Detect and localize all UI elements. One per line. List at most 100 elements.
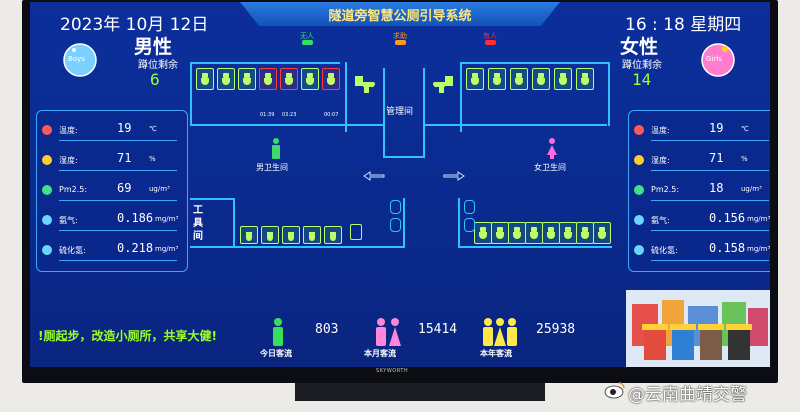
- env-unit: ug/m³: [741, 185, 762, 193]
- tv-brand-label: SKYWORTH: [376, 368, 409, 374]
- people-group-icon: [483, 318, 517, 346]
- toilet-icon: [433, 76, 453, 93]
- toilet-stall: [542, 222, 560, 244]
- env-unit: %: [741, 155, 748, 163]
- female-title: 女性: [620, 36, 659, 58]
- display-screen: 2023年 10月 12日 隧道旁智慧公厕引导系统 16 : 18 星期四 无人…: [30, 2, 770, 367]
- env-row: 温度:19℃: [37, 119, 187, 143]
- env-value: 71: [117, 151, 132, 165]
- toilet-icon: [355, 76, 375, 93]
- sink-icon: [390, 200, 401, 214]
- molecule-icon: [42, 245, 52, 255]
- stall-timer: 00:07: [324, 112, 339, 118]
- toilet-stall: [474, 222, 492, 244]
- time-display: 16 : 18 星期四: [625, 15, 742, 35]
- female-subtitle: 蹲位剩余: [622, 60, 662, 71]
- today-visitors-label: 今日客流: [260, 349, 292, 358]
- env-unit: mg/m³: [747, 245, 770, 253]
- env-value: 0.158: [709, 241, 746, 255]
- env-label: Pm2.5:: [59, 185, 88, 194]
- girls-label: Girls: [706, 55, 722, 63]
- wall: [425, 124, 607, 126]
- girls-icon: [701, 43, 735, 77]
- people-pair-icon: [376, 318, 401, 346]
- env-divider: [651, 200, 769, 201]
- toilet-stall: [491, 222, 509, 244]
- wall: [460, 62, 462, 132]
- arrow-right-icon: [443, 171, 465, 181]
- env-label: 硫化氢:: [651, 246, 678, 255]
- legend-vacant-dot: [302, 40, 313, 45]
- env-divider: [59, 200, 177, 201]
- env-unit: ℃: [741, 125, 749, 133]
- toilet-stall: [576, 222, 594, 244]
- wall: [233, 198, 235, 248]
- sink-icon: [390, 218, 401, 232]
- boys-icon: [63, 43, 97, 77]
- toilet-stall: [466, 68, 484, 90]
- env-divider: [651, 230, 769, 231]
- female-figure-icon: [547, 138, 557, 159]
- male-remaining: 6: [150, 70, 160, 89]
- accessible-stall: [350, 224, 362, 240]
- scrolling-ticker: !厕起步，改造小厕所，共享大健!: [38, 329, 217, 343]
- env-label: 氨气:: [59, 216, 78, 225]
- urinal-stall: [240, 226, 258, 244]
- env-label: 温度:: [59, 126, 78, 135]
- waste-sorting-illustration: [626, 290, 770, 367]
- wall: [190, 198, 235, 200]
- male-figure-icon: [272, 138, 280, 159]
- male-title: 男性: [134, 36, 173, 58]
- env-divider: [651, 260, 769, 261]
- tv-stand: [295, 383, 545, 401]
- wall: [403, 198, 405, 248]
- wall: [190, 246, 405, 248]
- male-room-label: 男卫生间: [256, 163, 288, 172]
- wall: [608, 62, 610, 126]
- env-divider: [59, 140, 177, 141]
- thermometer-icon: [42, 125, 52, 135]
- toilet-stall: [554, 68, 572, 90]
- env-label: 湿度:: [651, 156, 670, 165]
- wall: [458, 198, 460, 248]
- molecule-icon: [42, 215, 52, 225]
- env-row: 湿度:71%: [37, 149, 187, 173]
- toilet-stall: [559, 222, 577, 244]
- female-summary: 女性 蹲位剩余 14 Girls: [614, 30, 766, 94]
- female-room-label: 女卫生间: [534, 163, 566, 172]
- person-icon: [273, 318, 283, 346]
- toilet-stall: [301, 68, 319, 90]
- wall: [383, 68, 385, 158]
- toilet-stall: [196, 68, 214, 90]
- toilet-stall: [259, 68, 277, 90]
- boys-label: Boys: [68, 55, 85, 63]
- wall: [345, 62, 347, 132]
- env-row: 温度:19℃: [629, 119, 770, 143]
- urinal-stall: [303, 226, 321, 244]
- env-unit: mg/m³: [747, 215, 770, 223]
- toilet-stall: [525, 222, 543, 244]
- legend-help-label: 求助: [393, 32, 407, 40]
- urinal-stall: [282, 226, 300, 244]
- toilet-stall: [238, 68, 256, 90]
- title-banner: [240, 2, 560, 26]
- env-unit: ℃: [149, 125, 157, 133]
- env-label: 氨气:: [651, 216, 670, 225]
- today-visitors-value: 803: [315, 322, 339, 337]
- wall: [462, 62, 610, 64]
- toilet-stall: [488, 68, 506, 90]
- page-title: 隧道旁智慧公厕引导系统: [328, 9, 472, 24]
- env-unit: ug/m³: [149, 185, 170, 193]
- env-divider: [59, 260, 177, 261]
- tool-room-label: 工具间: [193, 205, 203, 242]
- sink-icon: [464, 200, 475, 214]
- stall-timer: 03:23: [282, 112, 297, 118]
- env-value: 18: [709, 181, 724, 195]
